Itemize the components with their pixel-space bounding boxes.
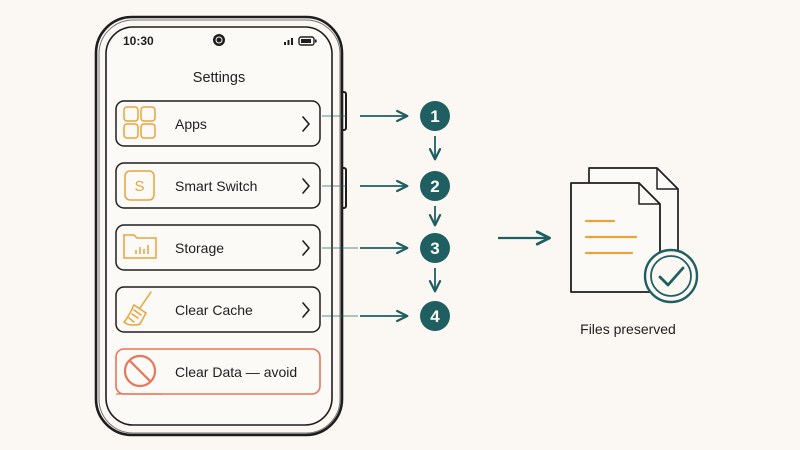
step-number: 4 (430, 307, 440, 326)
settings-item-apps[interactable]: Apps (115, 100, 321, 147)
chevron-right-icon (302, 178, 310, 194)
prohibited-icon (123, 354, 157, 388)
battery-icon (298, 36, 317, 46)
settings-item-label: Clear Cache (175, 302, 253, 318)
chevron-right-icon (302, 302, 310, 318)
smart-switch-icon: S (124, 170, 155, 201)
step-4: 4 (420, 301, 450, 331)
settings-item-label: Apps (175, 116, 207, 132)
storage-folder-icon (123, 234, 157, 259)
step-3: 3 (420, 233, 450, 263)
result-label: Files preserved (580, 321, 676, 337)
apps-grid-icon (123, 106, 156, 139)
chevron-right-icon (302, 116, 310, 132)
chevron-right-icon (302, 240, 310, 256)
settings-item-storage[interactable]: Storage (115, 224, 321, 271)
broom-icon (122, 291, 152, 326)
screen-title: Settings (193, 70, 245, 86)
step-number: 3 (430, 239, 439, 258)
check-icon (658, 266, 685, 287)
step-number: 1 (430, 107, 439, 126)
settings-item-clear-cache[interactable]: Clear Cache (115, 286, 321, 333)
status-time: 10:30 (123, 34, 154, 48)
camera-icon (213, 34, 225, 46)
item-connectors (322, 109, 409, 323)
svg-text:S: S (134, 178, 144, 195)
settings-item-label: Clear Data — avoid (175, 364, 297, 380)
settings-item-label: Smart Switch (175, 178, 257, 194)
phone: 10:30 Settings Apps (94, 15, 347, 437)
settings-item-smart-switch[interactable]: S Smart Switch (115, 162, 321, 209)
step-1: 1 (420, 101, 450, 131)
settings-item-label: Storage (175, 240, 224, 256)
documents-check-icon (570, 167, 699, 304)
signal-icon (284, 38, 293, 45)
step-number: 2 (430, 177, 439, 196)
step-2: 2 (420, 171, 450, 201)
settings-item-clear-data[interactable]: Clear Data — avoid (115, 348, 321, 395)
step-sequence: 1 2 3 4 (420, 101, 450, 331)
